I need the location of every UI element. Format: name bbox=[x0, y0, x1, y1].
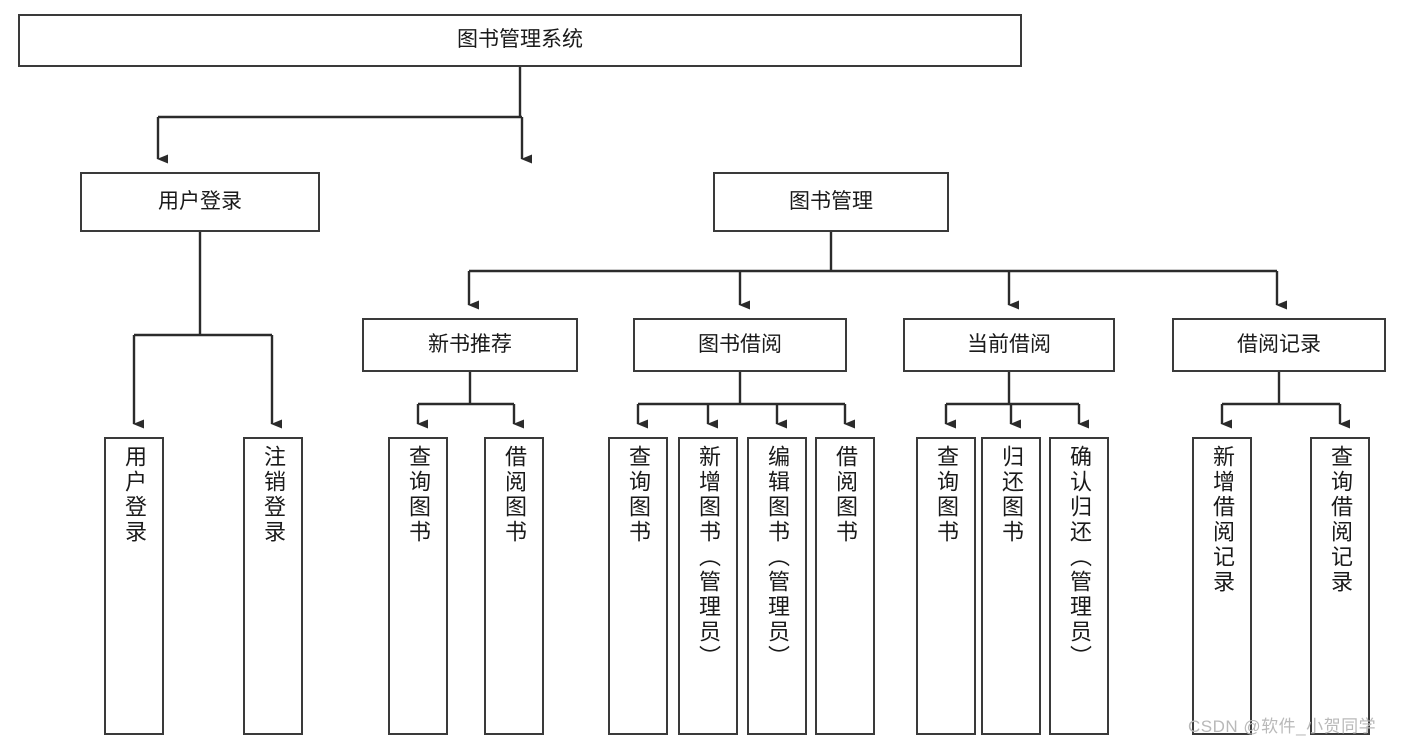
node-current-borrow[interactable]: 当前借阅 bbox=[903, 318, 1115, 372]
node-leaf-add-record-label: 新增借阅记录 bbox=[1210, 445, 1235, 595]
node-leaf-add-book[interactable]: 新增图书（管理员） bbox=[678, 437, 738, 735]
node-book-manage-label: 图书管理 bbox=[789, 189, 873, 213]
node-leaf-user-logout[interactable]: 注销登录 bbox=[243, 437, 303, 735]
node-leaf-borrow-book-rec[interactable]: 借阅图书 bbox=[484, 437, 544, 735]
node-leaf-return-book-label: 归还图书 bbox=[999, 445, 1024, 545]
node-new-book-recommend[interactable]: 新书推荐 bbox=[362, 318, 578, 372]
node-leaf-query-book-cur-label: 查询图书 bbox=[934, 445, 959, 545]
node-leaf-borrow-book-label: 借阅图书 bbox=[833, 445, 858, 545]
node-leaf-add-book-label: 新增图书（管理员） bbox=[696, 445, 721, 670]
node-leaf-borrow-book-rec-label: 借阅图书 bbox=[502, 445, 527, 545]
node-leaf-borrow-book[interactable]: 借阅图书 bbox=[815, 437, 875, 735]
node-borrow-record[interactable]: 借阅记录 bbox=[1172, 318, 1386, 372]
node-leaf-query-book-rec-label: 查询图书 bbox=[406, 445, 431, 545]
node-book-borrow-label: 图书借阅 bbox=[698, 332, 782, 356]
node-book-manage[interactable]: 图书管理 bbox=[713, 172, 949, 232]
node-leaf-edit-book-label: 编辑图书（管理员） bbox=[765, 445, 790, 670]
node-borrow-record-label: 借阅记录 bbox=[1237, 332, 1321, 356]
node-leaf-query-book-cur[interactable]: 查询图书 bbox=[916, 437, 976, 735]
node-leaf-query-record-label: 查询借阅记录 bbox=[1328, 445, 1353, 595]
node-leaf-add-record[interactable]: 新增借阅记录 bbox=[1192, 437, 1252, 735]
node-leaf-user-login[interactable]: 用户登录 bbox=[104, 437, 164, 735]
node-root[interactable]: 图书管理系统 bbox=[18, 14, 1022, 67]
node-leaf-query-book-borrow-label: 查询图书 bbox=[626, 445, 651, 545]
csdn-watermark: CSDN @软件_小贺同学 bbox=[1188, 717, 1377, 736]
node-leaf-user-login-label: 用户登录 bbox=[122, 445, 147, 545]
node-user-login[interactable]: 用户登录 bbox=[80, 172, 320, 232]
node-leaf-edit-book[interactable]: 编辑图书（管理员） bbox=[747, 437, 807, 735]
node-leaf-return-book[interactable]: 归还图书 bbox=[981, 437, 1041, 735]
node-user-login-label: 用户登录 bbox=[158, 189, 242, 213]
node-book-borrow[interactable]: 图书借阅 bbox=[633, 318, 847, 372]
node-leaf-confirm-return-label: 确认归还（管理员） bbox=[1067, 445, 1092, 670]
node-current-borrow-label: 当前借阅 bbox=[967, 332, 1051, 356]
node-new-book-recommend-label: 新书推荐 bbox=[428, 332, 512, 356]
node-leaf-query-book-borrow[interactable]: 查询图书 bbox=[608, 437, 668, 735]
node-leaf-user-logout-label: 注销登录 bbox=[261, 445, 286, 545]
node-leaf-query-book-rec[interactable]: 查询图书 bbox=[388, 437, 448, 735]
node-root-label: 图书管理系统 bbox=[457, 28, 583, 52]
node-leaf-confirm-return[interactable]: 确认归还（管理员） bbox=[1049, 437, 1109, 735]
node-leaf-query-record[interactable]: 查询借阅记录 bbox=[1310, 437, 1370, 735]
